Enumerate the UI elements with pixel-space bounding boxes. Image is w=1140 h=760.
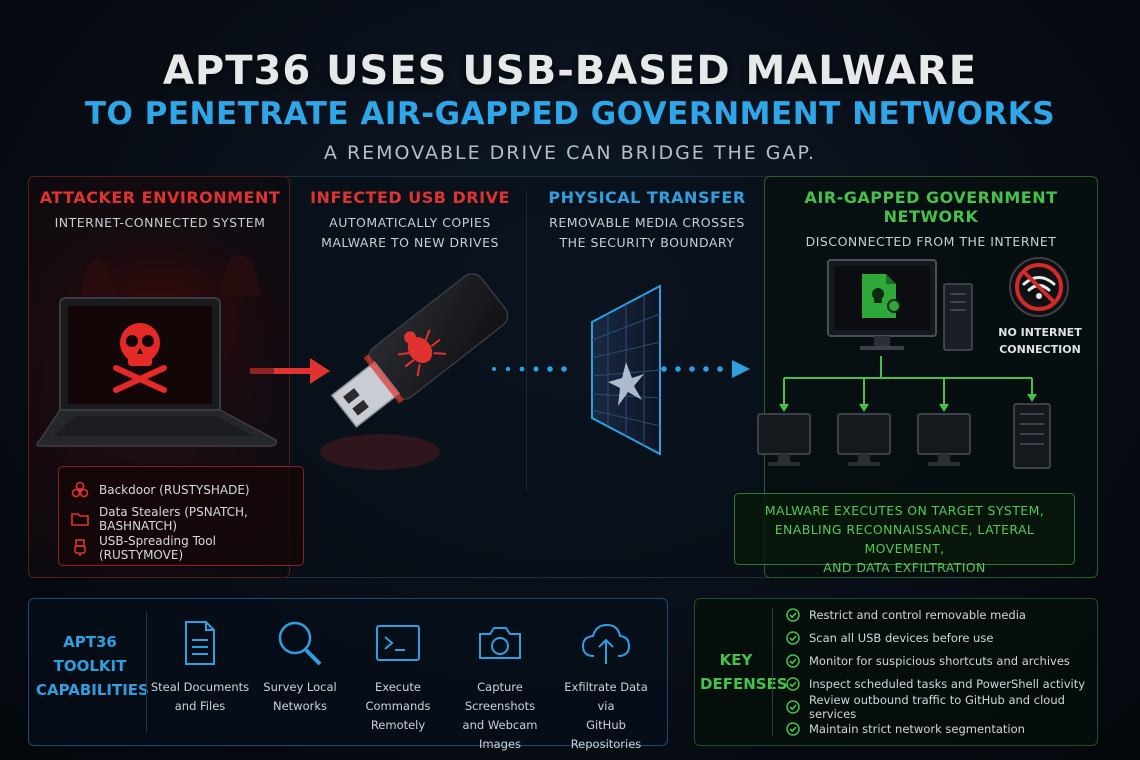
list-item: USB-Spreading Tool (RUSTYMOVE) bbox=[71, 533, 291, 562]
list-item: Review outbound traffic to GitHub and cl… bbox=[786, 692, 1091, 721]
laptop-skull-icon bbox=[36, 240, 281, 447]
execution-line3: AND DATA EXFILTRATION bbox=[823, 560, 986, 575]
usb-title: INFECTED USB DRIVE bbox=[310, 188, 510, 207]
biohazard-icon bbox=[71, 481, 89, 497]
page-subtitle: A REMOVABLE DRIVE CAN BRIDGE THE GAP. bbox=[323, 142, 817, 164]
transfer-dotted-arrow-icon bbox=[492, 360, 750, 378]
toolkit-item-execute-commands: Execute Commands Remotely bbox=[348, 620, 448, 735]
toolkit-divider bbox=[146, 612, 147, 732]
execution-result-box: MALWARE EXECUTES ON TARGET SYSTEM, ENABL… bbox=[734, 493, 1075, 575]
toolkit-label-line2: Remotely bbox=[370, 718, 426, 732]
toolkit-label: Exfiltrate Data via GitHub Repositories bbox=[556, 678, 656, 754]
execution-line2: ENABLING RECONNAISSANCE, LATERAL MOVEMEN… bbox=[774, 522, 1035, 556]
usb-drive-icon bbox=[320, 273, 509, 470]
toolkit-title-line2: TOOLKIT bbox=[53, 657, 127, 675]
toolkit-label-line1: Steal Documents bbox=[150, 680, 250, 694]
defense-label: Monitor for suspicious shortcuts and arc… bbox=[809, 653, 1070, 668]
usb-section: INFECTED USB DRIVE AUTOMATICALLY COPIES … bbox=[300, 188, 520, 253]
airgap-title: AIR-GAPPED GOVERNMENT NETWORK bbox=[804, 188, 1058, 226]
defenses-panel bbox=[694, 598, 1098, 746]
attacker-desc: INTERNET-CONNECTED SYSTEM bbox=[54, 215, 266, 230]
malware-components-box: Backdoor (RUSTYSHADE) Data Stealers (PSN… bbox=[58, 466, 304, 566]
defenses-list: Restrict and control removable media Sca… bbox=[786, 604, 1091, 741]
toolkit-label-line1: Exfiltrate Data via bbox=[564, 680, 648, 713]
toolkit-title: APT36 TOOLKIT CAPABILITIES bbox=[36, 630, 149, 702]
toolkit-label-line2: and Webcam Images bbox=[462, 718, 538, 751]
toolkit-label-line2: GitHub Repositories bbox=[570, 718, 642, 751]
folder-icon bbox=[71, 512, 89, 526]
attacker-section: ATTACKER ENVIRONMENT INTERNET-CONNECTED … bbox=[38, 188, 282, 233]
defense-label: Restrict and control removable media bbox=[809, 608, 1026, 623]
toolkit-panel bbox=[28, 598, 668, 746]
toolkit-item-capture-screenshots: Capture Screenshots and Webcam Images bbox=[450, 620, 550, 754]
defenses-title-line1: KEY bbox=[719, 651, 753, 669]
list-item: Monitor for suspicious shortcuts and arc… bbox=[786, 650, 1091, 673]
list-item: Data Stealers (PSNATCH, BASHNATCH) bbox=[71, 504, 291, 533]
malware-label: Backdoor (RUSTYSHADE) bbox=[99, 482, 250, 497]
check-circle-icon bbox=[786, 654, 800, 668]
no-wifi-icon bbox=[1009, 257, 1069, 317]
toolkit-label-line1: Execute Commands bbox=[365, 680, 431, 713]
check-circle-icon bbox=[786, 677, 800, 691]
toolkit-label: Survey Local Networks bbox=[250, 678, 350, 716]
malware-label: USB-Spreading Tool (RUSTYMOVE) bbox=[99, 533, 216, 562]
toolkit-label-line2: Networks bbox=[272, 699, 327, 713]
usb-desc-line1: AUTOMATICALLY COPIES bbox=[329, 215, 491, 230]
toolkit-label-line1: Capture Screenshots bbox=[464, 680, 536, 713]
cloud-upload-icon bbox=[581, 623, 631, 664]
list-item: Restrict and control removable media bbox=[786, 604, 1091, 627]
defenses-divider bbox=[772, 608, 773, 736]
infected-monitor-icon bbox=[827, 259, 973, 351]
usb-desc-line2: MALWARE TO NEW DRIVES bbox=[321, 235, 499, 250]
no-internet-label: NO INTERNET CONNECTION bbox=[990, 324, 1090, 358]
magnifier-icon bbox=[278, 621, 322, 666]
no-internet-line2: CONNECTION bbox=[999, 343, 1081, 356]
toolkit-label-line2: and Files bbox=[174, 699, 226, 713]
defenses-title-line2: DEFENSES bbox=[700, 675, 788, 693]
defense-label: Scan all USB devices before use bbox=[809, 631, 994, 646]
arrow-right-icon bbox=[250, 358, 330, 384]
list-item: Maintain strict network segmentation bbox=[786, 718, 1091, 741]
firewall-breach-icon bbox=[591, 284, 661, 456]
terminal-icon bbox=[376, 625, 420, 661]
page-title: APT36 USES USB-BASED MALWARE bbox=[162, 48, 978, 94]
list-item: Inspect scheduled tasks and PowerShell a… bbox=[786, 672, 1091, 695]
transfer-title: PHYSICAL TRANSFER bbox=[548, 188, 746, 207]
check-circle-icon bbox=[786, 631, 800, 645]
usb-icon bbox=[74, 538, 86, 556]
toolkit-title-line1: APT36 bbox=[63, 633, 117, 651]
no-internet-line1: NO INTERNET bbox=[998, 326, 1082, 339]
defenses-title: KEY DEFENSES bbox=[700, 648, 788, 696]
toolkit-item-steal-documents: Steal Documents and Files bbox=[150, 620, 250, 716]
airgap-section: AIR-GAPPED GOVERNMENT NETWORK DISCONNECT… bbox=[768, 188, 1094, 252]
defense-label: Maintain strict network segmentation bbox=[809, 722, 1025, 737]
check-circle-icon bbox=[786, 722, 800, 737]
toolkit-item-survey-networks: Survey Local Networks bbox=[250, 620, 350, 716]
list-item: Backdoor (RUSTYSHADE) bbox=[71, 475, 291, 504]
toolkit-title-line3: CAPABILITIES bbox=[36, 681, 149, 699]
toolkit-label-line1: Survey Local bbox=[263, 680, 337, 694]
airgap-desc: DISCONNECTED FROM THE INTERNET bbox=[805, 234, 1057, 249]
list-item: Scan all USB devices before use bbox=[786, 627, 1091, 650]
camera-icon bbox=[479, 627, 521, 659]
check-circle-icon bbox=[786, 608, 800, 623]
toolkit-label: Steal Documents and Files bbox=[150, 678, 250, 716]
document-icon bbox=[185, 621, 215, 665]
execution-line1: MALWARE EXECUTES ON TARGET SYSTEM, bbox=[764, 503, 1045, 518]
network-tree-diagram bbox=[757, 356, 1051, 469]
transfer-desc-line2: THE SECURITY BOUNDARY bbox=[559, 235, 735, 250]
defense-label: Inspect scheduled tasks and PowerShell a… bbox=[809, 676, 1086, 691]
toolkit-label: Capture Screenshots and Webcam Images bbox=[450, 678, 550, 754]
attacker-title: ATTACKER ENVIRONMENT bbox=[39, 188, 281, 207]
check-circle-icon bbox=[786, 699, 800, 714]
transfer-section: PHYSICAL TRANSFER REMOVABLE MEDIA CROSSE… bbox=[532, 188, 762, 253]
malware-label: Data Stealers (PSNATCH, BASHNATCH) bbox=[99, 504, 248, 533]
page-title-line2: TO PENETRATE AIR-GAPPED GOVERNMENT NETWO… bbox=[84, 96, 1056, 132]
defense-label: Review outbound traffic to GitHub and cl… bbox=[809, 692, 1065, 721]
section-divider bbox=[526, 190, 527, 490]
transfer-desc-line1: REMOVABLE MEDIA CROSSES bbox=[549, 215, 745, 230]
toolkit-item-exfiltrate-data: Exfiltrate Data via GitHub Repositories bbox=[556, 620, 656, 754]
toolkit-label: Execute Commands Remotely bbox=[348, 678, 448, 735]
